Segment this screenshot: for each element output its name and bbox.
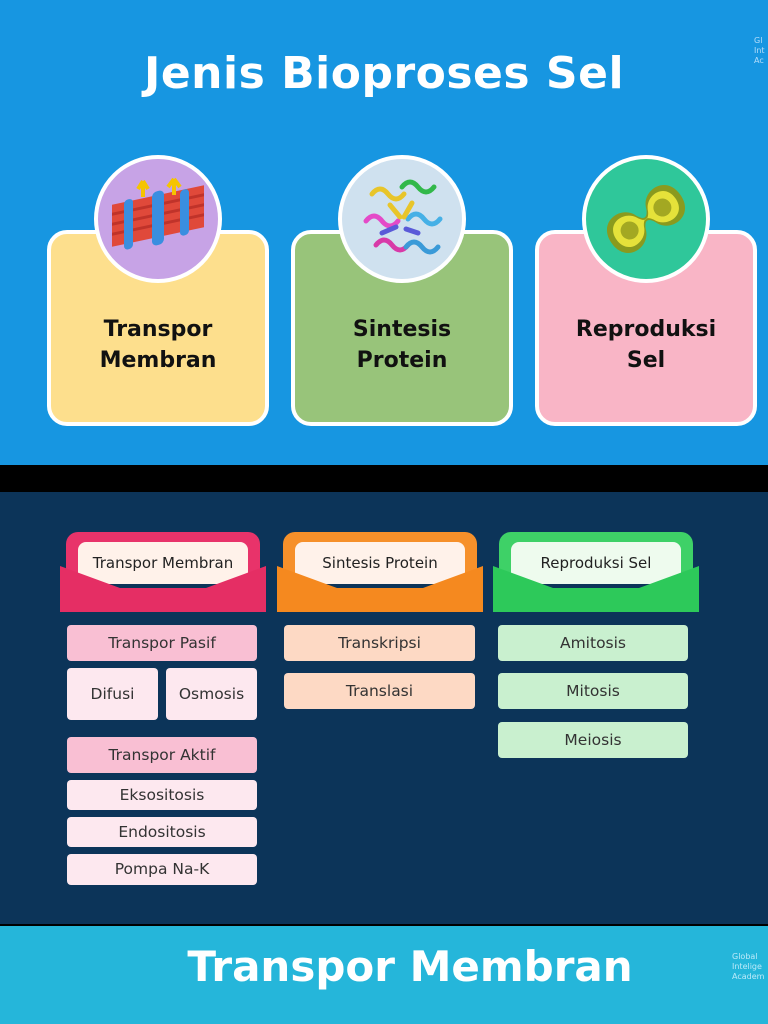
card-label-line1: Transpor: [103, 317, 213, 342]
list-item-transpor-pasif[interactable]: Transpor Pasif: [67, 625, 257, 661]
list-item-pompa-na-k[interactable]: Pompa Na-K: [67, 854, 257, 885]
list-item-amitosis[interactable]: Amitosis: [498, 625, 688, 661]
protein-structure-icon: [338, 155, 466, 283]
folder-transpor-membran[interactable]: Transpor Membran: [60, 532, 266, 612]
list-item-eksositosis[interactable]: Eksositosis: [67, 780, 257, 810]
list-item-endositosis[interactable]: Endositosis: [67, 817, 257, 847]
card-label-line1: Sintesis: [352, 317, 452, 342]
list-item-difusi[interactable]: Difusi: [67, 668, 158, 720]
folder-label: Transpor Membran: [92, 554, 234, 572]
slide-transpor-membran: [0, 926, 768, 1024]
folder-label: Sintesis Protein: [322, 554, 438, 572]
card-label-line2: Protein: [356, 348, 448, 373]
list-item-mitosis[interactable]: Mitosis: [498, 673, 688, 709]
folder-sintesis-protein[interactable]: Sintesis Protein: [277, 532, 483, 612]
cell-division-icon: [582, 155, 710, 283]
list-item-meiosis[interactable]: Meiosis: [498, 722, 688, 758]
slide-title: Jenis Bioproses Sel: [143, 48, 625, 99]
membrane-illustration-icon: [94, 155, 222, 283]
card-label-line2: Sel: [626, 348, 666, 373]
list-item-transkripsi[interactable]: Transkripsi: [284, 625, 475, 661]
list-item-transpor-aktif[interactable]: Transpor Aktif: [67, 737, 257, 773]
list-item-translasi[interactable]: Translasi: [284, 673, 475, 709]
card-sintesis-protein[interactable]: Sintesis Protein: [291, 230, 513, 426]
folder-label: Reproduksi Sel: [540, 554, 652, 572]
card-label-line1: Reproduksi: [575, 317, 717, 342]
list-item-osmosis[interactable]: Osmosis: [166, 668, 257, 720]
slide-title: Transpor Membran: [187, 942, 633, 991]
card-label-line2: Membran: [99, 348, 217, 373]
folder-reproduksi-sel[interactable]: Reproduksi Sel: [493, 532, 699, 612]
